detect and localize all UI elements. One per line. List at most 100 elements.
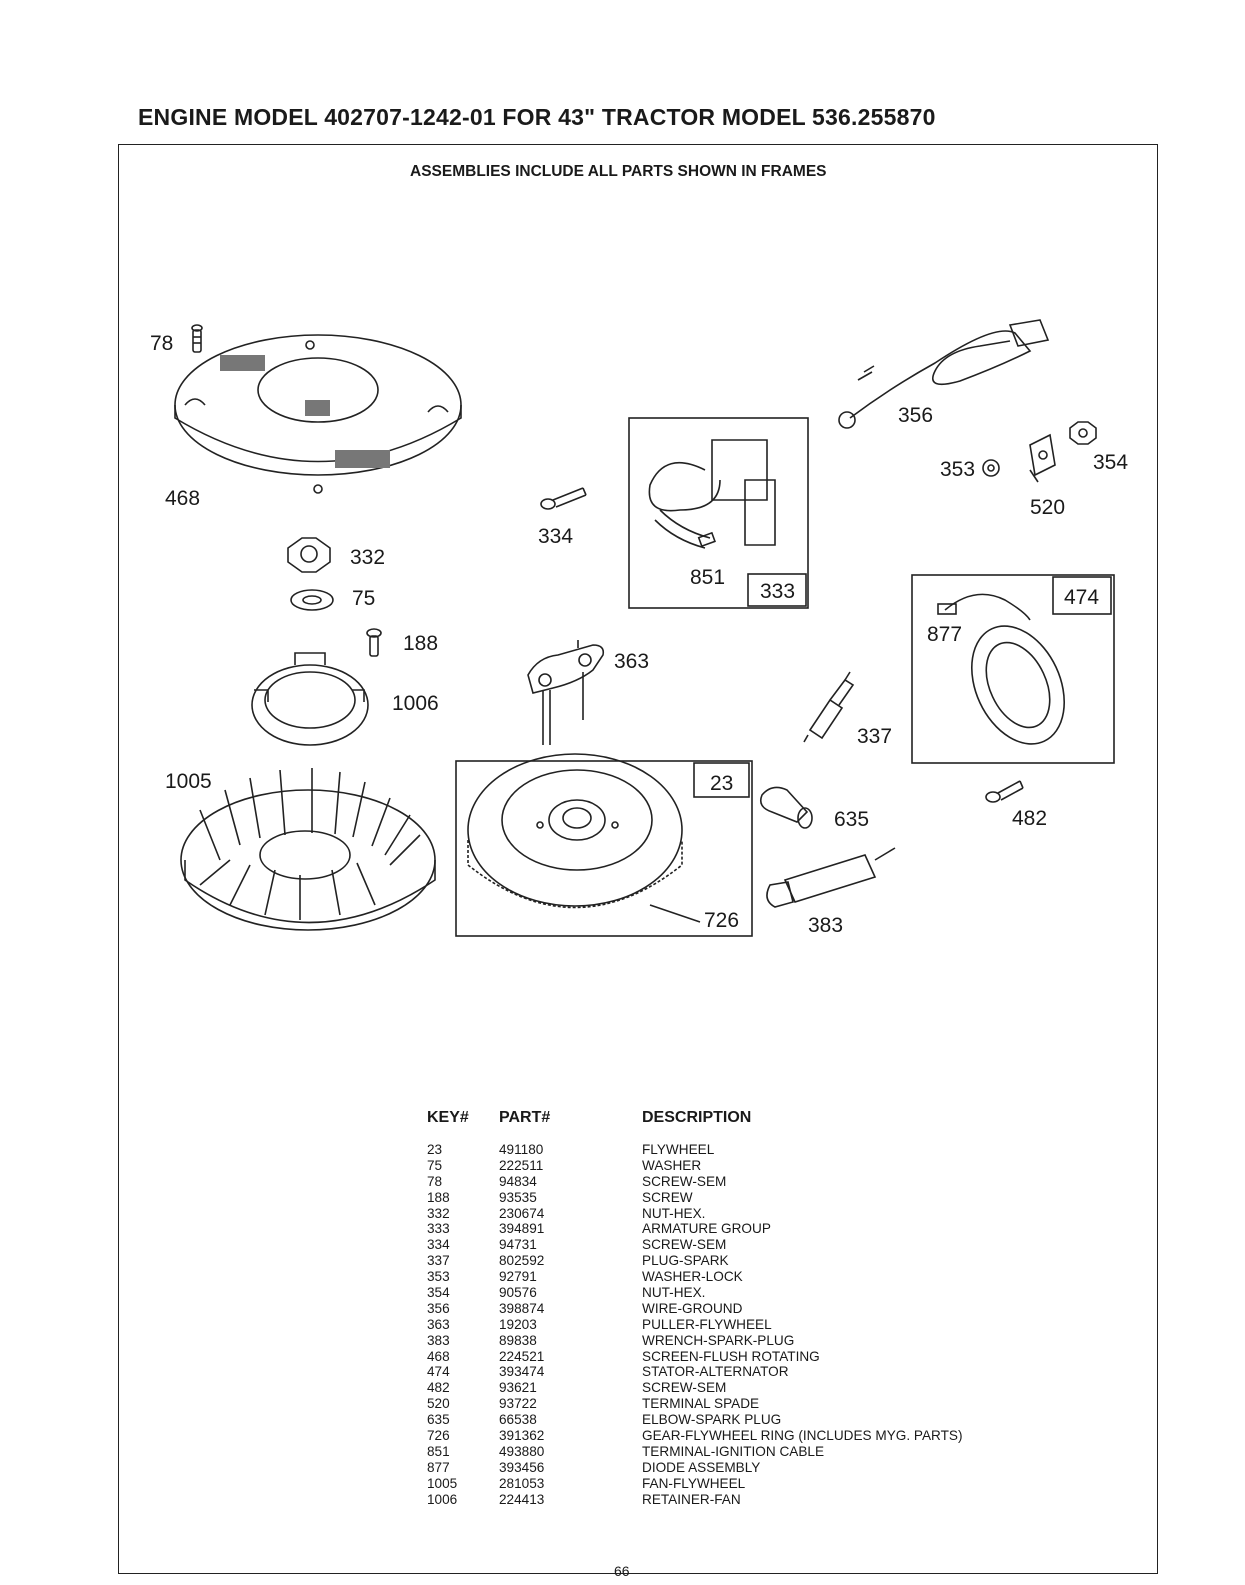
callout-520: 520 — [1030, 496, 1065, 519]
table-cell-key: 468 — [427, 1348, 450, 1364]
table-cell-key: 23 — [427, 1142, 443, 1157]
table-cell-part: 491180 — [499, 1142, 544, 1157]
part-column: 491180 222511 94834 93535 230674 394891 … — [499, 1142, 544, 1507]
table-cell-description: SCREW-SEM — [642, 1173, 727, 1189]
callout-635: 635 — [834, 808, 869, 831]
callout-188: 188 — [403, 632, 438, 655]
table-cell-key: 482 — [427, 1380, 450, 1396]
table-cell-key: 353 — [427, 1269, 450, 1285]
label-box-23 — [693, 762, 750, 798]
callout-332: 332 — [350, 546, 385, 569]
callout-383: 383 — [808, 914, 843, 937]
callout-468: 468 — [165, 487, 200, 510]
table-cell-key: 363 — [427, 1316, 450, 1332]
table-cell-description: FAN-FLYWHEEL — [642, 1475, 746, 1491]
part-363-puller-drawing — [527, 640, 605, 745]
table-cell-description: PLUG-SPARK — [642, 1253, 729, 1269]
callout-23: 23 — [710, 772, 733, 795]
table-cell-key: 356 — [427, 1300, 450, 1316]
callout-334: 334 — [538, 525, 573, 548]
part-337-spark-plug-drawing — [803, 671, 855, 743]
callout-354: 354 — [1093, 451, 1128, 474]
table-cell-key: 635 — [427, 1412, 450, 1428]
callout-337: 337 — [857, 725, 892, 748]
table-cell-part: 802592 — [499, 1253, 545, 1269]
table-cell-key: 726 — [427, 1428, 450, 1444]
table-cell-key: 383 — [427, 1332, 450, 1348]
callout-353: 353 — [940, 458, 975, 481]
callout-474: 474 — [1064, 586, 1099, 609]
part-520-terminal-drawing — [1029, 433, 1056, 483]
table-cell-part: 94834 — [499, 1173, 537, 1189]
table-cell-description: SCREEN-FLUSH ROTATING — [642, 1348, 820, 1364]
callout-78: 78 — [150, 332, 173, 355]
table-cell-description: NUT-HEX. — [642, 1205, 706, 1221]
table-cell-part: 224413 — [499, 1491, 545, 1507]
table-cell-part: 89838 — [499, 1332, 537, 1348]
part-482-screw-drawing — [985, 780, 1024, 803]
part-468-screen-drawing — [174, 334, 462, 494]
table-cell-description: ARMATURE GROUP — [642, 1221, 771, 1237]
frame-23-flywheel — [455, 760, 753, 937]
table-cell-description: WIRE-GROUND — [642, 1300, 743, 1316]
part-75-washer-drawing — [290, 589, 334, 611]
table-cell-key: 333 — [427, 1221, 450, 1237]
table-cell-part: 230674 — [499, 1205, 545, 1221]
page-title: ENGINE MODEL 402707-1242-01 FOR 43" TRAC… — [138, 104, 936, 130]
table-cell-part: 391362 — [499, 1428, 545, 1444]
description-column: FLYWHEEL WASHER SCREW-SEM SCREW NUT-HEX.… — [642, 1142, 963, 1507]
part-23-flywheel-drawing — [467, 753, 701, 923]
frame-474-stator — [911, 574, 1115, 764]
table-cell-key: 1006 — [427, 1491, 458, 1507]
table-cell-description: PULLER-FLYWHEEL — [642, 1316, 772, 1332]
callout-726: 726 — [704, 909, 739, 932]
callout-877: 877 — [927, 623, 962, 646]
table-cell-part: 19203 — [499, 1316, 537, 1332]
table-header-key: KEY# — [427, 1109, 469, 1126]
table-cell-key: 337 — [427, 1253, 450, 1269]
table-cell-key: 332 — [427, 1205, 450, 1221]
exploded-parts-diagram: 78 468 332 75 188 1006 1005 334 363 851 … — [150, 319, 1128, 937]
table-cell-part: 93535 — [499, 1189, 537, 1205]
table-cell-description: TERMINAL-IGNITION CABLE — [642, 1443, 825, 1459]
table-cell-description: TERMINAL SPADE — [642, 1396, 760, 1412]
table-cell-part: 394891 — [499, 1221, 545, 1237]
table-cell-part: 90576 — [499, 1285, 537, 1301]
label-box-474 — [1052, 576, 1112, 615]
table-cell-part: 93621 — [499, 1380, 537, 1396]
table-cell-part: 222511 — [499, 1157, 544, 1173]
frame-333-armature — [628, 417, 809, 609]
part-334-screw-drawing — [540, 487, 587, 510]
table-cell-description: RETAINER-FAN — [642, 1491, 741, 1507]
part-78-screw-drawing — [191, 324, 203, 353]
table-cell-part: 398874 — [499, 1300, 545, 1316]
callout-363: 363 — [614, 650, 649, 673]
callout-482: 482 — [1012, 807, 1047, 830]
table-header-description: DESCRIPTION — [642, 1109, 752, 1126]
label-box-333 — [747, 573, 807, 607]
part-354-nut-drawing — [1069, 421, 1097, 445]
table-cell-description: STATOR-ALTERNATOR — [642, 1364, 789, 1380]
callout-333: 333 — [760, 580, 795, 603]
part-635-elbow-drawing — [759, 786, 813, 829]
table-cell-key: 78 — [427, 1173, 443, 1189]
table-cell-key: 1005 — [427, 1475, 458, 1491]
callout-851: 851 — [690, 566, 725, 589]
callout-356: 356 — [898, 404, 933, 427]
frame-note: ASSEMBLIES INCLUDE ALL PARTS SHOWN IN FR… — [410, 163, 827, 180]
key-column: 23 75 78 188 332 333 334 337 353 354 356… — [427, 1142, 457, 1507]
table-cell-key: 877 — [427, 1459, 450, 1475]
table-cell-key: 75 — [427, 1157, 443, 1173]
callout-1006: 1006 — [392, 692, 439, 715]
part-474-stator-drawing — [937, 593, 1066, 745]
callout-75: 75 — [352, 587, 375, 610]
table-header-part: PART# — [499, 1109, 551, 1126]
part-353-washer-drawing — [982, 459, 1000, 477]
table-cell-description: NUT-HEX. — [642, 1285, 706, 1301]
callout-1005: 1005 — [165, 770, 212, 793]
table-cell-key: 354 — [427, 1285, 450, 1301]
table-cell-description: DIODE ASSEMBLY — [642, 1459, 761, 1475]
table-cell-description: SCREW-SEM — [642, 1380, 727, 1396]
table-cell-part: 66538 — [499, 1412, 537, 1428]
table-cell-description: WRENCH-SPARK-PLUG — [642, 1332, 795, 1348]
